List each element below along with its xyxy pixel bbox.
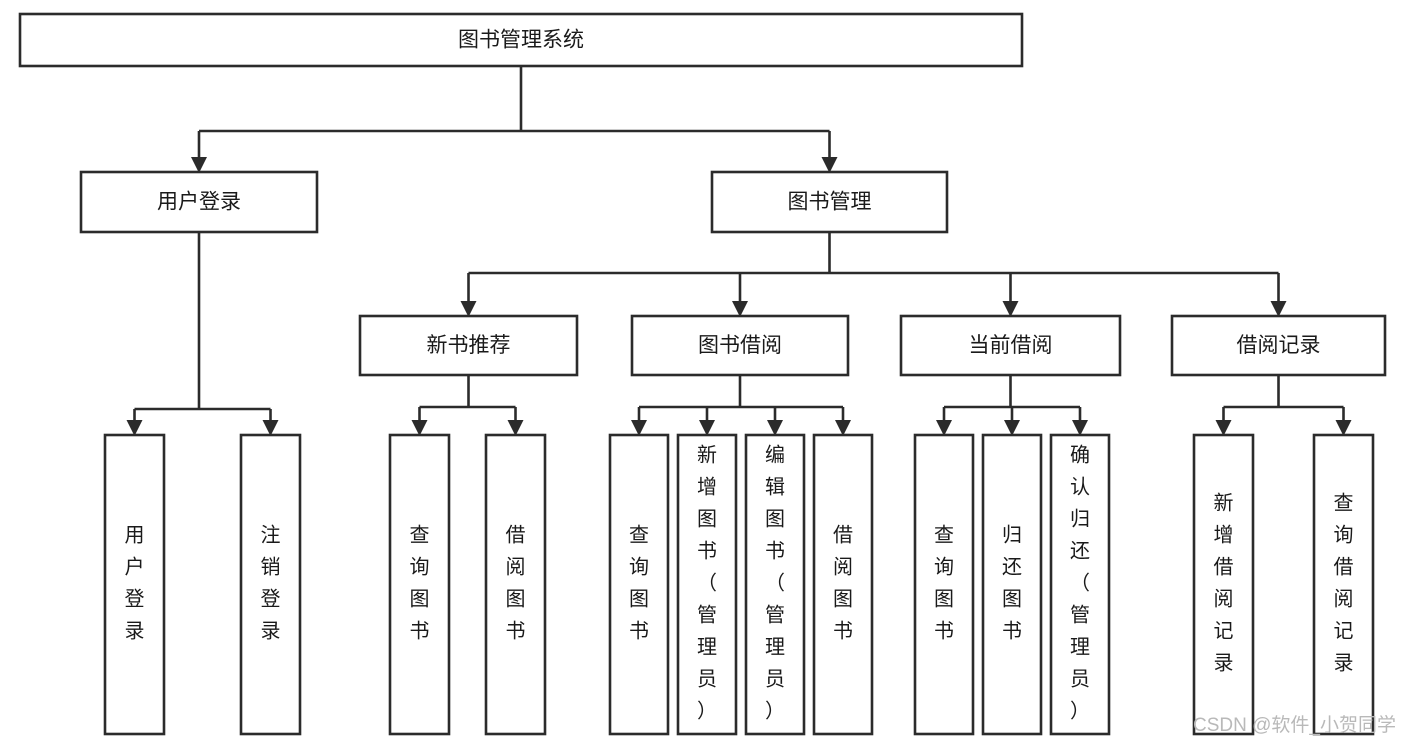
node-label: 图书管理 xyxy=(788,191,872,214)
node-user-login[interactable]: 用户登录 xyxy=(79,170,319,234)
node-label: 借阅记录 xyxy=(1237,334,1321,357)
arrow-head-icon xyxy=(936,420,952,436)
node-leaf-confirm-return[interactable]: 确认归还（管理员） xyxy=(1049,433,1111,736)
node-root[interactable]: 图书管理系统 xyxy=(18,12,1024,68)
node-box xyxy=(676,433,738,736)
node-leaf-add-borrow-record[interactable]: 新增借阅记录 xyxy=(1192,433,1255,736)
node-label: 归还图书 xyxy=(1002,524,1022,643)
node-box xyxy=(812,433,874,736)
node-leaf-add-book[interactable]: 新增图书（管理员） xyxy=(676,433,738,736)
node-box xyxy=(1049,433,1111,736)
arrow-head-icon xyxy=(835,420,851,436)
arrow-head-icon xyxy=(1335,420,1352,436)
arrow-head-icon xyxy=(507,420,524,436)
node-new-book-recommend[interactable]: 新书推荐 xyxy=(358,314,579,377)
node-leaf-query-book-2[interactable]: 查询图书 xyxy=(608,433,670,736)
node-box xyxy=(103,433,166,736)
node-box xyxy=(1170,314,1387,377)
arrow-head-icon xyxy=(1002,301,1019,317)
node-label: 查询借阅记录 xyxy=(1334,492,1354,675)
node-box xyxy=(1192,433,1255,736)
node-label: 图书管理系统 xyxy=(458,29,584,52)
node-leaf-edit-book[interactable]: 编辑图书（管理员） xyxy=(744,433,806,736)
csdn-watermark: CSDN @软件_小贺同学 xyxy=(1193,714,1396,736)
node-book-manage[interactable]: 图书管理 xyxy=(710,170,949,234)
node-label: 借阅图书 xyxy=(506,524,526,643)
node-book-borrow[interactable]: 图书借阅 xyxy=(630,314,850,377)
node-label: 用户登录 xyxy=(125,525,145,643)
connector-group-borrow-record xyxy=(1215,375,1352,436)
node-label: 当前借阅 xyxy=(969,334,1053,357)
node-label: 新书推荐 xyxy=(427,334,511,357)
arrow-head-icon xyxy=(767,420,783,436)
node-label: 图书借阅 xyxy=(698,334,782,357)
arrow-head-icon xyxy=(126,420,143,436)
node-label: 注销登录 xyxy=(261,524,281,643)
node-box xyxy=(239,433,302,736)
node-box xyxy=(744,433,806,736)
node-box xyxy=(981,433,1043,736)
node-label: 新增借阅记录 xyxy=(1214,492,1234,675)
node-box xyxy=(899,314,1122,377)
node-box xyxy=(79,170,319,234)
node-leaf-logout-login[interactable]: 注销登录 xyxy=(239,433,302,736)
arrow-head-icon xyxy=(1215,420,1232,436)
node-layer: 图书管理系统用户登录图书管理新书推荐图书借阅当前借阅借阅记录用户登录注销登录查询… xyxy=(18,12,1387,736)
connector-group-user-login xyxy=(126,232,279,436)
arrow-head-icon xyxy=(1072,420,1088,436)
node-label: 确认归还（管理员） xyxy=(1070,444,1090,723)
node-leaf-borrow-book-1[interactable]: 借阅图书 xyxy=(484,433,547,736)
node-leaf-borrow-book-2[interactable]: 借阅图书 xyxy=(812,433,874,736)
node-box xyxy=(18,12,1024,68)
node-box xyxy=(484,433,547,736)
arrow-head-icon xyxy=(460,301,477,317)
node-borrow-record[interactable]: 借阅记录 xyxy=(1170,314,1387,377)
node-box xyxy=(608,433,670,736)
arrow-head-icon xyxy=(699,420,715,436)
node-leaf-query-book-3[interactable]: 查询图书 xyxy=(913,433,975,736)
node-leaf-query-book-1[interactable]: 查询图书 xyxy=(388,433,451,736)
node-label: 用户登录 xyxy=(157,191,241,214)
node-label: 查询图书 xyxy=(934,524,954,643)
node-box xyxy=(630,314,850,377)
node-leaf-return-book[interactable]: 归还图书 xyxy=(981,433,1043,736)
arrow-head-icon xyxy=(191,157,207,173)
arrow-head-icon xyxy=(262,420,279,436)
node-leaf-user-login[interactable]: 用户登录 xyxy=(103,433,166,736)
connector-group-root xyxy=(191,66,838,173)
connector-layer xyxy=(126,66,1352,436)
arrow-head-icon xyxy=(1270,301,1287,317)
node-current-borrow[interactable]: 当前借阅 xyxy=(899,314,1122,377)
node-label: 查询图书 xyxy=(410,524,430,643)
node-leaf-query-borrow-record[interactable]: 查询借阅记录 xyxy=(1312,433,1375,736)
node-box xyxy=(913,433,975,736)
arrow-head-icon xyxy=(732,301,748,317)
node-label: 新增图书（管理员） xyxy=(697,444,717,723)
arrow-head-icon xyxy=(631,420,647,436)
node-box xyxy=(388,433,451,736)
arrow-head-icon xyxy=(411,420,428,436)
connector-group-book-borrow xyxy=(631,375,851,436)
node-box xyxy=(1312,433,1375,736)
node-box xyxy=(710,170,949,234)
arrow-head-icon xyxy=(821,157,838,173)
connector-group-current-borrow xyxy=(936,375,1088,436)
connector-group-new-book-recommend xyxy=(411,375,524,436)
connector-group-book-manage xyxy=(460,232,1287,317)
arrow-head-icon xyxy=(1004,420,1020,436)
node-label: 编辑图书（管理员） xyxy=(765,444,785,723)
node-label: 借阅图书 xyxy=(833,524,853,643)
node-box xyxy=(358,314,579,377)
node-label: 查询图书 xyxy=(629,524,649,643)
